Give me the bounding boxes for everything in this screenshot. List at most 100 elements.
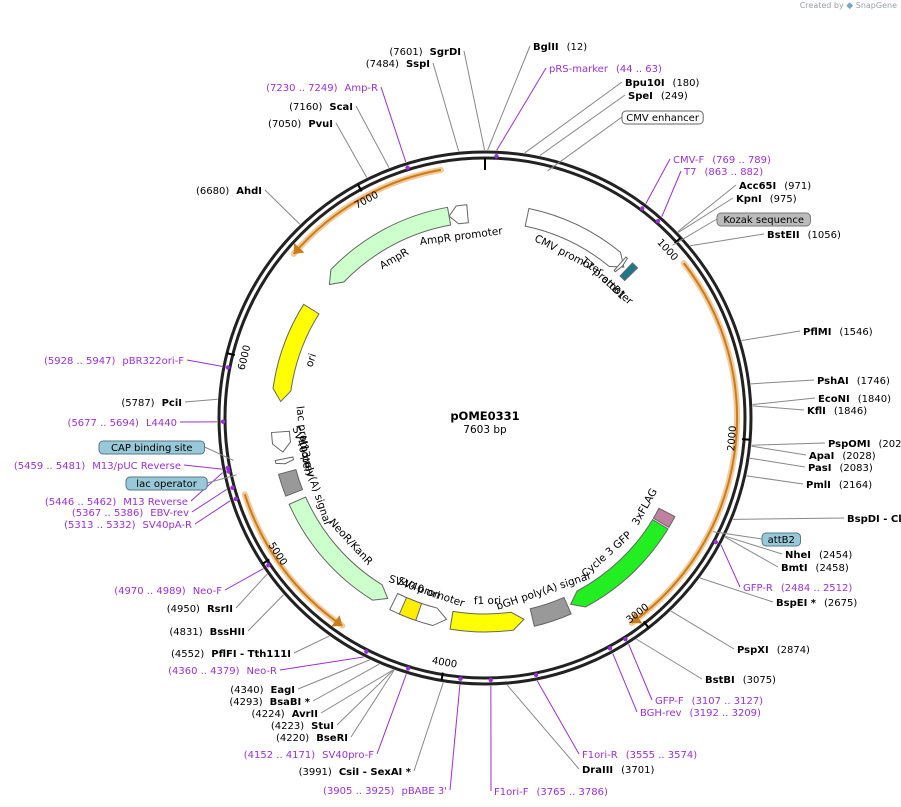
primer-t7: T7(863 .. 882) [683,167,763,178]
callout-leader-cap-binding-site [204,446,234,461]
site-num-bstbi: (3075) [743,675,776,686]
callout-label-lac-operator: lac operator [136,479,197,490]
primer-name-pbabe-3: pBABE 3' [401,786,447,797]
site-leader-eagi [297,659,370,690]
primer-num-sv40pro-f: (4152 .. 4171) [244,750,316,761]
site-sspi: (7484) SspI [366,59,430,70]
site-num-bpu10i: (180) [673,78,700,89]
primer-num-f1ori-r: (3555 .. 3574) [626,750,698,761]
primer-leader-pbabe-3 [449,684,461,791]
site-num-kpni: (975) [770,194,797,205]
callout-label-kozak-sequence: Kozak sequence [723,215,804,226]
tick-mark-2000 [742,438,751,441]
site-avrii: (4224)AvrII [251,709,318,720]
site-leader-pflmi [741,330,801,342]
primer-name-f1ori-f: F1ori-F [494,787,529,798]
site-num-bseri: (4220) [276,733,309,744]
site-name-bsteii: BstEII [767,230,800,241]
primer-name-prs-marker: pRS-marker [549,64,609,75]
primer-leader-amp-r [380,86,407,163]
primer-name-neo-r: Neo-R [247,666,278,677]
site-name-sspi: SspI [406,59,430,70]
primer-mark-t7 [655,218,661,224]
primer-name-t7: T7 [683,167,696,178]
primer-leader-m13-puc-reverse [183,464,222,470]
site-num-pcii: (5787) [121,398,154,409]
site-name-csii-sexai: CsiI - SexAI * [339,767,412,778]
site-bglii: BglII(12) [533,42,587,53]
site-name-pvui: PvuI [308,119,333,130]
primer-prs-marker: pRS-marker(44 .. 63) [549,64,662,75]
site-num-ahdi: (6680) [196,186,229,197]
primer-num-pbr322ori-f: (5928 .. 5947) [44,356,116,367]
site-pasi: PasI(2083) [808,463,873,474]
primer-l4440: (5677 .. 5694)L4440 [68,418,177,429]
site-acc65i: Acc65I(971) [739,181,811,192]
tick-mark-3000 [642,620,650,629]
site-num-sspi: (7484) [366,59,399,70]
primer-mark-sv40pro-f [405,666,411,671]
site-name-pcii: PciI [162,398,182,409]
primer-f1ori-f: F1ori-F(3765 .. 3786) [494,787,608,798]
site-pvui: (7050)PvuI [268,119,333,130]
primer-name-m13-puc-reverse: M13/pUC Reverse [92,461,181,472]
feature-3xflag [652,507,676,529]
site-csii-sexai: (3991)CsiI - SexAI * [299,767,412,778]
site-name-bspei: BspEI * [776,598,817,609]
primer-neo-r: (4360 .. 4379)Neo-R [168,666,277,677]
primer-leader-neo-r [279,656,364,671]
callout-box-attb2 [761,532,801,547]
primer-gfp-r: GFP-R(2484 .. 2512) [743,583,852,594]
site-leader-bsteii [690,233,765,247]
site-kpni: KpnI(975) [736,194,797,205]
site-pshai: PshAI(1746) [817,376,890,387]
primer-neo-f: (4970 .. 4989)Neo-F [114,586,222,597]
plasmid-name: pOME0331 [450,409,519,423]
credit-app: SnapGene [855,1,897,10]
site-bmti: BmtI(2458) [781,563,849,574]
site-name-apai: ApaI [809,451,834,462]
site-num-rsrii: (4950) [167,604,200,615]
site-leader-bmti [724,536,779,568]
primer-leader-sv40pro-f [376,674,407,755]
site-leader-spei [539,94,626,157]
site-num-bsteii: (1056) [808,230,841,241]
site-draiii: DraIII(3701) [582,765,655,776]
primer-num-pbabe-3: (3905 .. 3925) [323,786,395,797]
primer-mark-f1ori-r [533,672,539,678]
snapgene-credit: Created by ◆ SnapGene [800,1,897,11]
primer-name-pbr322ori-f: pBR322ori-F [122,356,184,367]
site-leader-stui [336,669,394,726]
site-name-pspomi: PspOMI [828,439,870,450]
site-leader-bseri [350,669,395,738]
feature-cycle-3-gfp [569,518,669,608]
primer-name-ebv-rev: EBV-rev [150,508,189,519]
site-leader-bglii [487,45,531,151]
site-num-pspomi: (2024) [878,439,901,450]
site-pspxi: PspXI(2874) [737,645,810,656]
site-name-rsrii: RsrII [207,604,233,615]
primer-num-bgh-rev: (3192 .. 3209) [690,708,762,719]
feature-label-f1-ori: f1 ori [474,595,502,607]
site-leader-rsrii [235,573,268,609]
feature-bgh-poly-a-signal [529,596,572,627]
feature-attb1 [619,262,639,282]
callout-leader-attb2 [713,531,763,540]
site-pflfi-tth111i: (4552)PflFI - Tth111I [171,649,291,660]
feature-cmv-promoter [524,207,625,268]
site-leader-draiii [506,684,580,770]
site-leader-pshai [750,379,815,385]
callout-label-attb2: attB2 [768,535,795,546]
primer-gfp-f: GFP-F(3107 .. 3127) [655,696,763,707]
site-num-pmli: (2164) [839,480,872,491]
primer-mark-neo-r [364,649,369,654]
primer-name-bgh-rev: BGH-rev [640,708,682,719]
orf-arrowhead-0 [631,612,643,624]
primer-num-l4440: (5677 .. 5694) [68,418,140,429]
orf-arc-1 [243,494,343,627]
primer-leader-f1ori-r [536,680,580,755]
site-num-kfli: (1846) [834,406,867,417]
site-leader-pspomi [751,442,826,446]
feature-m13-rev [274,456,295,465]
